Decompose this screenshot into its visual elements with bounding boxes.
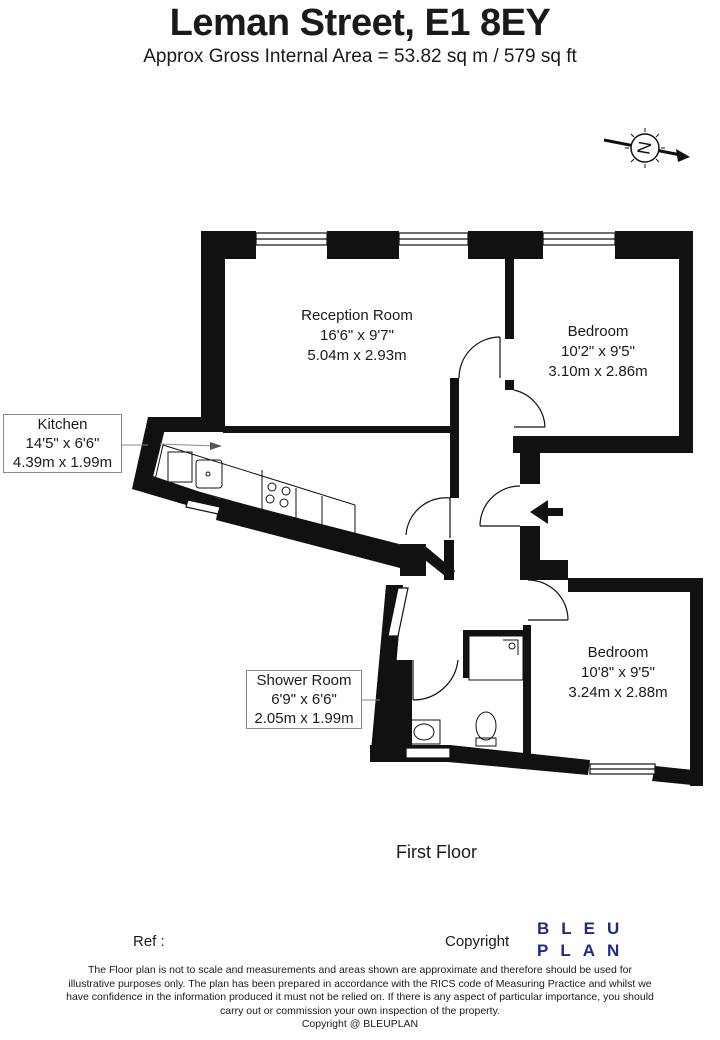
windows [185, 232, 656, 775]
north-arrow-icon: N [603, 128, 690, 168]
ref-label: Ref : [133, 933, 165, 950]
bathroom-fittings [407, 635, 524, 747]
room-bedroom-1-metric: 3.10m x 2.86m [548, 363, 648, 380]
copyright-label: Copyright [445, 933, 510, 950]
room-reception-imperial: 16'6" x 9'7" [320, 327, 394, 344]
room-shower-callout: Shower Room 6'9" x 6'6" 2.05m x 1.99m [246, 670, 362, 729]
bleuplan-logo: BLEU PLAN [537, 918, 631, 962]
room-bedroom-2-name: Bedroom [587, 644, 649, 661]
room-bedroom-2: Bedroom 10'8" x 9'5" 3.24m x 2.88m [548, 643, 688, 703]
room-kitchen-imperial: 14'5" x 6'6" [25, 435, 100, 452]
brand-line-1: BLEU [537, 919, 632, 938]
disclaimer: The Floor plan is not to scale and measu… [40, 964, 680, 1032]
room-bedroom-1-imperial: 10'2" x 9'5" [561, 343, 635, 360]
room-bedroom-2-imperial: 10'8" x 9'5" [581, 664, 655, 681]
disclaimer-line-4: carry out or commission your own inspect… [220, 1004, 500, 1017]
area-subtitle: Approx Gross Internal Area = 53.82 sq m … [143, 46, 577, 67]
compass-n-label: N [633, 140, 655, 156]
room-shower-metric: 2.05m x 1.99m [254, 710, 354, 727]
room-reception-metric: 5.04m x 2.93m [307, 347, 407, 364]
entrance-arrow-icon [530, 500, 563, 524]
room-bedroom-2-metric: 3.24m x 2.88m [568, 684, 668, 701]
room-bedroom-1-name: Bedroom [567, 323, 629, 340]
room-bedroom-1: Bedroom 10'2" x 9'5" 3.10m x 2.86m [528, 322, 668, 382]
disclaimer-line-3: have confidence in the information produ… [66, 991, 654, 1003]
room-kitchen-callout: Kitchen 14'5" x 6'6" 4.39m x 1.99m [3, 414, 122, 473]
floor-label: First Floor [396, 842, 477, 862]
room-kitchen-name: Kitchen [37, 416, 88, 433]
disclaimer-line-2: illustrative purposes only. The plan has… [68, 977, 652, 990]
room-kitchen-metric: 4.39m x 1.99m [12, 454, 113, 471]
doors [405, 336, 569, 701]
brand-line-2: PLAN [537, 941, 632, 960]
room-shower-imperial: 6'9" x 6'6" [271, 691, 337, 708]
room-shower-name: Shower Room [256, 672, 352, 689]
room-reception-name: Reception Room [301, 307, 413, 324]
kitchen-fittings [154, 444, 356, 536]
room-reception: Reception Room 16'6" x 9'7" 5.04m x 2.93… [272, 306, 442, 366]
disclaimer-line-1: The Floor plan is not to scale and measu… [88, 964, 632, 976]
callout-leaders [121, 442, 380, 701]
page-title: Leman Street, E1 8EY [169, 2, 551, 44]
copyright-line: Copyright @ BLEUPLAN [301, 1018, 419, 1030]
